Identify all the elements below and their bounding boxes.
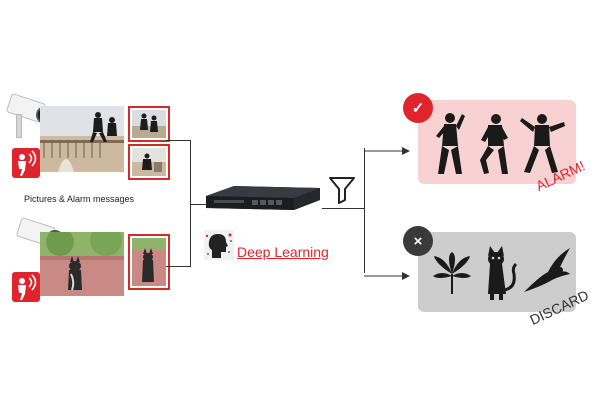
connector-line (322, 208, 364, 209)
close-icon: × (403, 226, 433, 256)
connector-line (190, 140, 191, 267)
scene-photo-cat (40, 232, 124, 296)
connector-line (166, 140, 190, 141)
discard-result-panel (418, 232, 576, 312)
connector-line (190, 204, 206, 205)
leaf-silhouette-icon (433, 252, 471, 294)
ai-head-icon (204, 230, 234, 260)
arrow-right-icon (364, 143, 410, 155)
arrow-right-icon (364, 268, 410, 280)
deep-learning-label: Deep Learning (237, 244, 329, 260)
alarm-result-panel (418, 100, 576, 184)
scene-photo-people (40, 106, 124, 172)
bird-silhouette-icon (524, 248, 570, 292)
funnel-filter-icon (328, 175, 356, 205)
human-silhouette-icon (480, 114, 508, 174)
detection-thumbnail (128, 144, 170, 180)
connector-line (364, 148, 365, 273)
alarm-badge-icon (12, 148, 40, 178)
human-silhouette-icon (520, 114, 565, 173)
check-icon: ✓ (403, 93, 433, 123)
connector-line (166, 266, 190, 267)
caption-pictures-alarm: Pictures & Alarm messages (24, 194, 135, 204)
nvr-device-icon (204, 182, 322, 226)
cat-silhouette-icon (488, 246, 518, 300)
human-silhouette-icon (436, 113, 465, 174)
alarm-badge-icon (12, 272, 40, 302)
detection-thumbnail (128, 106, 170, 142)
detection-thumbnail (128, 234, 170, 290)
